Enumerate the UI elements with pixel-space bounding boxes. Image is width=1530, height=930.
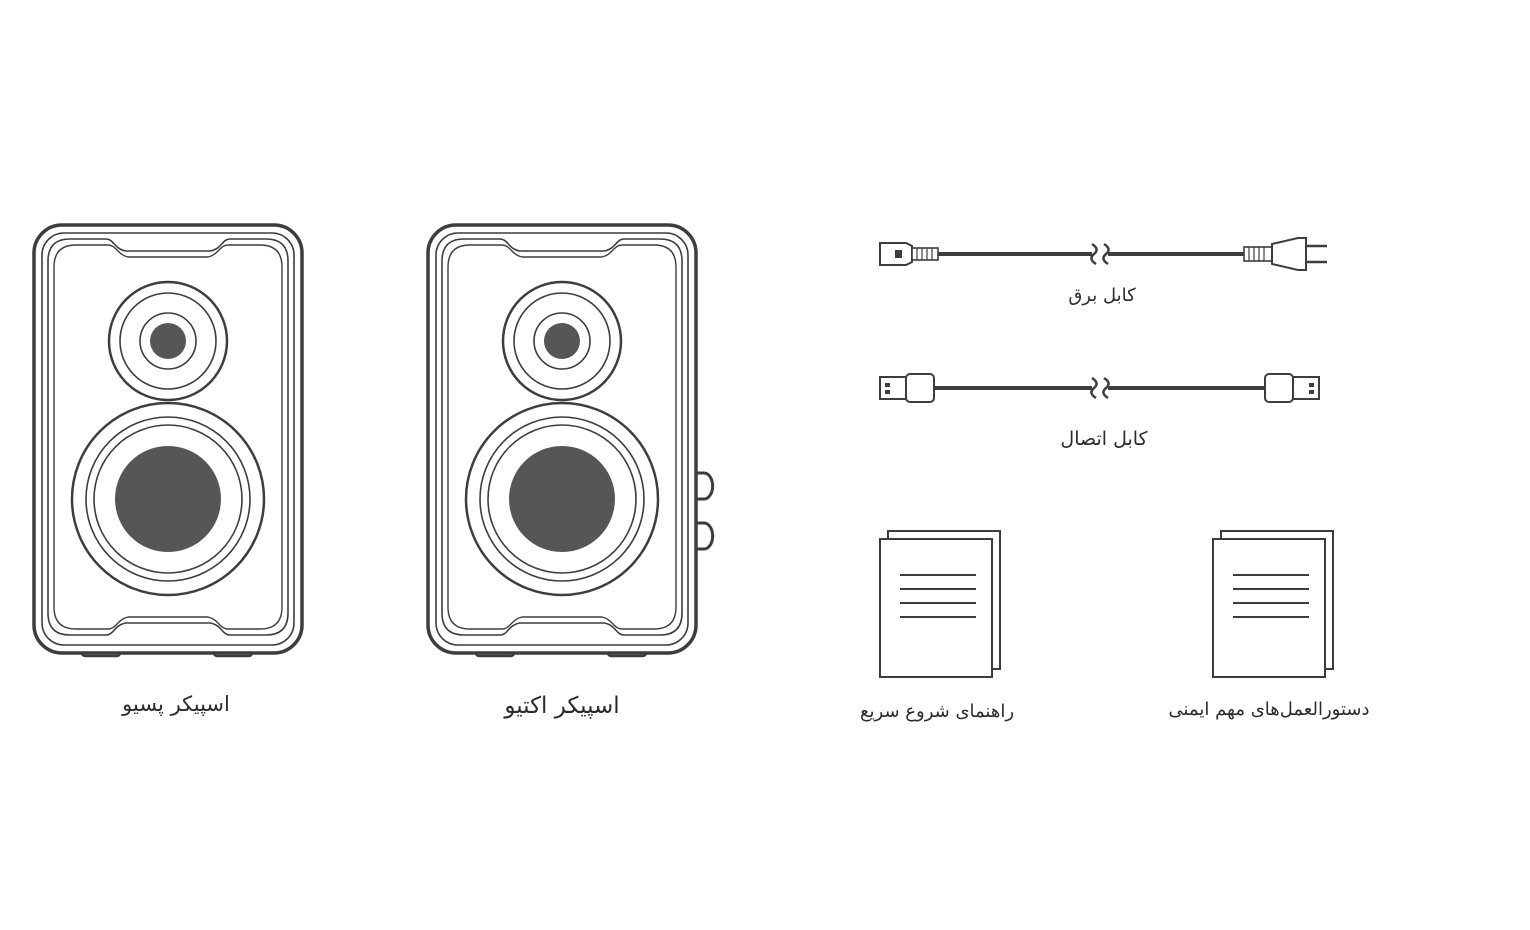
side-input-jack: [696, 521, 715, 551]
quick-start-guide-icon: [879, 530, 1001, 678]
active-speaker-label: اسپیکر اکتیو: [504, 693, 620, 719]
quick-start-guide-label: راهنمای شروع سریع: [859, 701, 1015, 722]
safety-instructions-icon: [1212, 530, 1334, 678]
power-cable-illustration: [879, 237, 1327, 271]
usb-cable-illustration: [879, 373, 1320, 403]
active-speaker-illustration: [426, 223, 715, 658]
power-cable-label: کابل برق: [1068, 285, 1136, 306]
usb-plug-left: [879, 373, 935, 403]
connection-cable-label: کابل اتصال: [1060, 428, 1148, 450]
passive-speaker-illustration: [32, 223, 304, 658]
side-input-jack: [696, 471, 715, 501]
safety-instructions-label: دستورالعمل‌های مهم ایمنی: [1168, 699, 1370, 720]
usb-plug-right: [1264, 373, 1320, 403]
passive-speaker-label: اسپیکر پسیو: [122, 692, 230, 716]
